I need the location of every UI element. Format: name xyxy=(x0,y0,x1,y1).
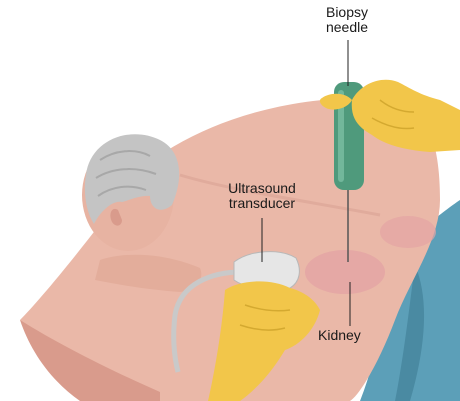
ultrasound-transducer-label-line1: Ultrasound xyxy=(205,181,319,196)
kidney-label: Kidney xyxy=(318,328,388,343)
kidney-region-upper xyxy=(380,216,436,248)
biopsy-needle-label-line1: Biopsy xyxy=(312,5,382,20)
biopsy-needle-label-line2: needle xyxy=(312,20,382,35)
ultrasound-transducer-label: Ultrasound transducer xyxy=(205,181,319,211)
ultrasound-transducer-label-line2: transducer xyxy=(205,196,319,211)
biopsy-needle-label: Biopsy needle xyxy=(312,5,382,35)
kidney-region xyxy=(305,250,385,294)
